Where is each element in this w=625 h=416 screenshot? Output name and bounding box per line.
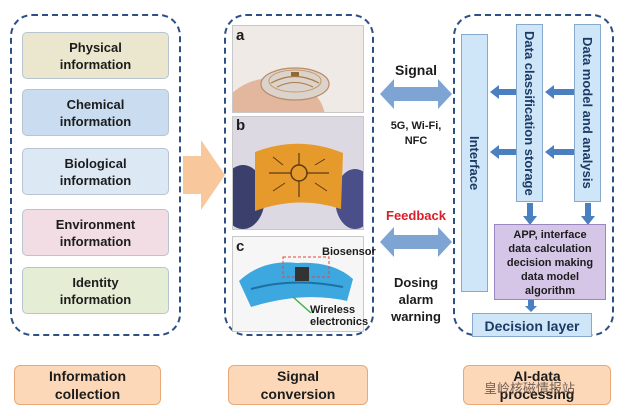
- storage-to-interface-arrow: [490, 85, 516, 99]
- biosensor-label: Biosensor: [322, 246, 376, 258]
- flexible-circuit-photo: [232, 116, 364, 230]
- panel-label-b: b: [236, 117, 246, 134]
- physical-information-box: Physical information: [22, 32, 169, 79]
- analysis-to-storage-arrow-lower: [545, 145, 574, 159]
- storage-to-app-arrow: [523, 203, 537, 225]
- feedback-double-arrow: [380, 227, 452, 257]
- wireless-electronics-label: Wireless electronics: [310, 304, 369, 328]
- chemical-information-box: Chemical information: [22, 89, 169, 136]
- dosing-alarm-warning-label: Dosing alarm warning: [391, 275, 441, 324]
- identity-information-box: Identity information: [22, 267, 169, 314]
- network-protocols-label: 5G, Wi-Fi, NFC: [390, 120, 442, 147]
- mouthguard-device-photo: [232, 236, 364, 332]
- contact-lens-photo: [232, 25, 364, 113]
- information-collection-panel: [10, 14, 181, 336]
- biological-information-box: Biological information: [22, 148, 169, 195]
- environment-information-box: Environment information: [22, 209, 169, 256]
- app-to-decision-arrow: [525, 300, 537, 312]
- watermark-label: 皇岭核磁情报站: [484, 381, 576, 396]
- decision-layer-box: Decision layer: [472, 313, 592, 337]
- panel-label-a: a: [236, 27, 245, 44]
- collection-to-signal-arrow: [183, 140, 225, 210]
- signal-conversion-panel: [224, 14, 374, 336]
- flexible-circuit-illustration: [233, 143, 363, 229]
- data-classification-storage-column: Data classification storage: [516, 24, 543, 202]
- mouthguard-illustration: [239, 256, 353, 314]
- app-algorithm-box: APP, interface data calculation decision…: [494, 224, 606, 300]
- interface-column: Interface: [461, 34, 488, 292]
- ai-data-processing-footer: AI-data processing: [463, 365, 611, 405]
- panel-label-c: c: [236, 238, 245, 255]
- data-model-analysis-column: Data model and analysis: [574, 24, 601, 202]
- analysis-to-app-arrow: [581, 203, 595, 225]
- feedback-label: Feedback: [386, 208, 446, 223]
- storage-to-interface-arrow-lower: [490, 145, 516, 159]
- signal-label: Signal: [394, 62, 437, 78]
- analysis-to-storage-arrow: [545, 85, 574, 99]
- information-collection-footer: Information collection: [14, 365, 161, 405]
- signal-double-arrow: [380, 79, 452, 109]
- signal-conversion-footer: Signal conversion: [228, 365, 368, 405]
- contact-lens-illustration: [233, 67, 330, 112]
